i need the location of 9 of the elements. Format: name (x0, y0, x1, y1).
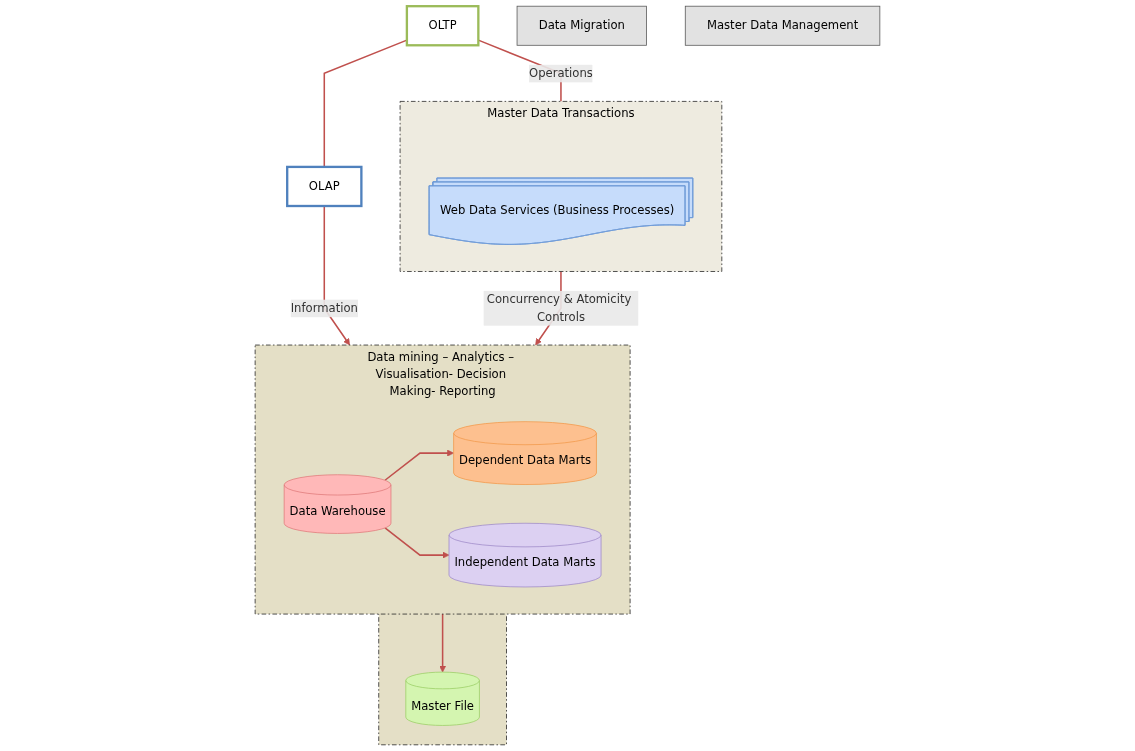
edge-label: Information (290, 301, 358, 316)
node-box: OLTP (405, 5, 480, 47)
arrow (439, 613, 446, 673)
node-box: OLAP (286, 165, 363, 208)
node-box: Master Data Management (684, 5, 881, 46)
edge-label: Concurrency & Atomicity Controls (486, 292, 632, 324)
node-box: Data Migration (516, 5, 647, 46)
arrow (384, 527, 450, 559)
edge-label: Operations (529, 66, 593, 81)
